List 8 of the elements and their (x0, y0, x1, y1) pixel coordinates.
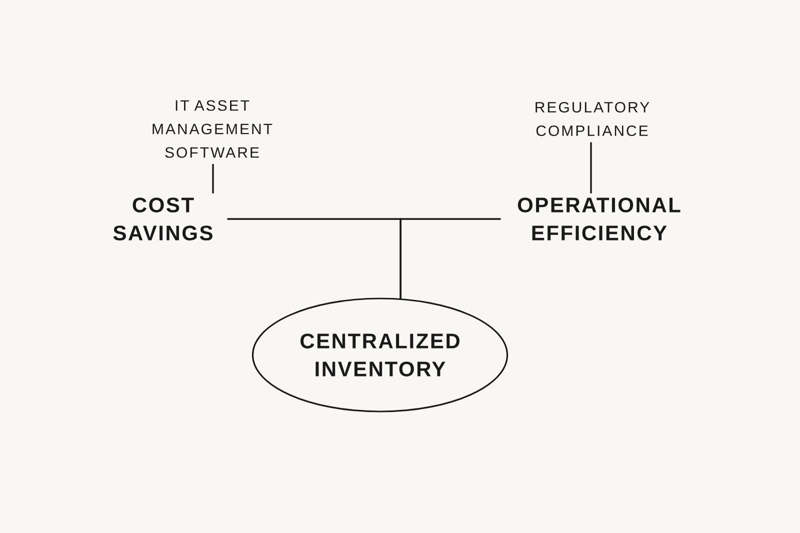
heading-label: COST SAVINGS (113, 198, 212, 240)
connector-line (400, 218, 501, 298)
heading-label: OPERATIONAL EFFICIENCY (518, 198, 680, 240)
note-label: REGULATORY COMPLIANCE (536, 102, 650, 136)
connector-line (212, 164, 214, 194)
connector-line (590, 142, 592, 194)
ellipse-node: CENTRALIZED INVENTORY (252, 298, 508, 412)
note-label: IT ASSET MANAGEMENT SOFTWARE (152, 100, 272, 158)
